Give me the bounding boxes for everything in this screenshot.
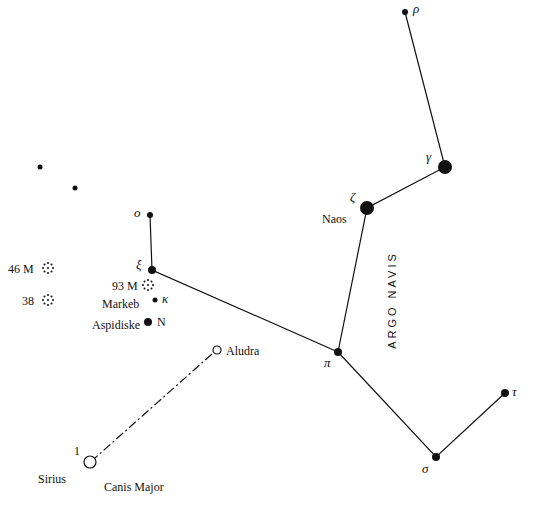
dash-dot-line bbox=[95, 354, 212, 458]
star-letter: ξ bbox=[136, 258, 142, 272]
cluster-dot bbox=[144, 281, 146, 283]
star-letter: ζ bbox=[350, 190, 355, 204]
cluster-dot bbox=[51, 303, 53, 305]
star bbox=[38, 165, 43, 170]
star-name: Aludra bbox=[226, 344, 259, 358]
cluster-dot bbox=[52, 267, 54, 269]
open-star bbox=[84, 456, 96, 468]
cluster-dot bbox=[42, 299, 44, 301]
cluster-dot bbox=[151, 288, 153, 290]
cluster-dot bbox=[51, 296, 53, 298]
cluster-dot bbox=[147, 289, 149, 291]
cluster-dot bbox=[147, 284, 149, 286]
star-letter: N bbox=[157, 315, 166, 329]
star bbox=[148, 266, 156, 274]
cluster-dot bbox=[47, 272, 49, 274]
open-star bbox=[213, 346, 221, 354]
cluster-dot bbox=[47, 294, 49, 296]
cluster-number: 93 M bbox=[112, 279, 138, 293]
cluster-dot bbox=[151, 281, 153, 283]
cluster-dot bbox=[44, 271, 46, 273]
star-letter: π bbox=[324, 356, 331, 370]
cluster-number: 46 M bbox=[8, 262, 34, 276]
star bbox=[438, 160, 452, 174]
star-name: Markeb bbox=[102, 297, 139, 311]
figure-line bbox=[338, 12, 505, 457]
cluster-dot bbox=[47, 304, 49, 306]
stars bbox=[38, 9, 510, 461]
cluster-dot bbox=[52, 299, 54, 301]
cluster-dot bbox=[147, 279, 149, 281]
open-stars bbox=[84, 346, 221, 468]
cluster-number: 38 bbox=[22, 294, 34, 308]
star bbox=[432, 453, 440, 461]
star-letter: γ bbox=[426, 150, 431, 164]
star bbox=[144, 318, 152, 326]
constellation-name: Canis Major bbox=[104, 480, 164, 494]
cluster-dot bbox=[47, 267, 49, 269]
cluster-dot bbox=[44, 264, 46, 266]
star bbox=[153, 298, 158, 303]
cluster-dot bbox=[47, 262, 49, 264]
cluster-dot bbox=[152, 284, 154, 286]
star-letter: σ bbox=[422, 462, 428, 476]
star bbox=[501, 389, 509, 397]
constellation-name: ARGO NAVIS bbox=[385, 251, 399, 349]
star bbox=[360, 201, 374, 215]
star-letter: o bbox=[134, 206, 141, 220]
constellation-lines bbox=[95, 12, 505, 458]
cluster-dot bbox=[44, 303, 46, 305]
star-letter: τ bbox=[512, 385, 517, 399]
cluster-dot bbox=[51, 264, 53, 266]
star bbox=[334, 348, 342, 356]
magnitude-number: 1 bbox=[74, 444, 80, 458]
star-name: Sirius bbox=[38, 472, 66, 486]
cluster-dot bbox=[51, 271, 53, 273]
cluster-dot bbox=[44, 296, 46, 298]
star bbox=[147, 212, 153, 218]
star bbox=[402, 9, 408, 15]
star-name: Naos bbox=[322, 212, 347, 226]
cluster-dot bbox=[42, 267, 44, 269]
figure-line bbox=[150, 215, 338, 352]
cluster-dot bbox=[47, 299, 49, 301]
cluster-dot bbox=[142, 284, 144, 286]
star bbox=[73, 186, 78, 191]
star-name: Aspidiske bbox=[92, 318, 140, 332]
star-letter: κ bbox=[162, 292, 168, 306]
cluster-dot bbox=[144, 288, 146, 290]
star-letter: ρ bbox=[413, 2, 419, 16]
